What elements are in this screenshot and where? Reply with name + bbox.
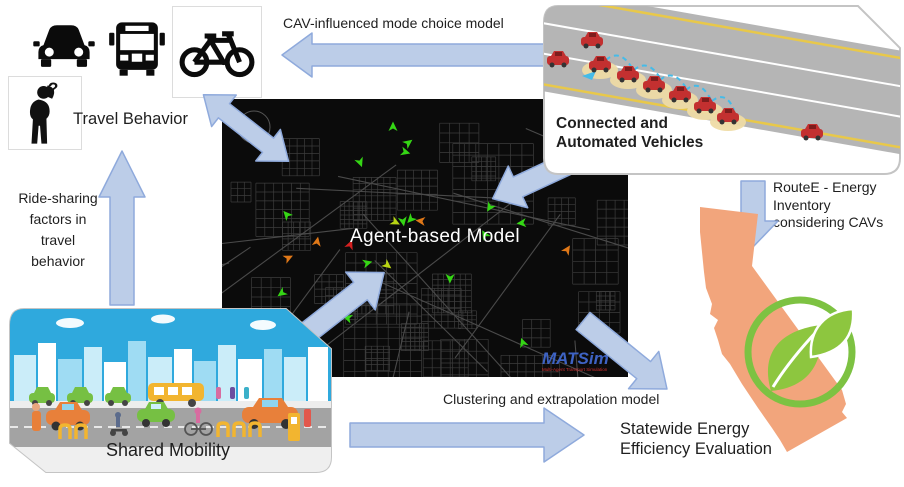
agent-marker (344, 239, 353, 251)
red-cars (547, 32, 823, 141)
agent-marker (389, 216, 400, 225)
agent-marker (399, 146, 411, 156)
connected-vehicles-panel (543, 5, 901, 175)
route-e-label: RouteE - Energy Inventory considering CA… (773, 179, 904, 232)
matsim-logo: MATSim Multi-Agent Transport Simulation (542, 350, 609, 373)
agent-marker (415, 216, 426, 226)
agent-marker (283, 210, 294, 221)
agent-marker (381, 258, 392, 269)
ride-sharing-line3: travel (40, 232, 76, 248)
ride-sharing-line1: Ride-sharing (18, 190, 98, 206)
bus-icon-box (104, 9, 170, 89)
agent-marker (282, 255, 293, 264)
agent-marker (482, 230, 491, 241)
agent-marker (397, 216, 407, 227)
platoon-direction-arrow (582, 71, 596, 80)
thinking-person-icon-box (8, 76, 82, 150)
mode-choice-arrow-left (281, 32, 545, 78)
bicycle-icon (179, 31, 255, 78)
bike-racks (58, 421, 262, 439)
ride-sharing-line2: factors in (29, 211, 87, 227)
ride-sharing-label: Ride-sharing factors in travel behavior (8, 188, 108, 272)
street-scene-illustration (10, 309, 331, 472)
agent-marker (516, 218, 527, 228)
agent-based-model-label: Agent-based Model (350, 226, 520, 247)
car-icon-box (28, 12, 100, 82)
statewide-line1: Statewide Energy (620, 420, 750, 438)
highway-illustration (544, 6, 900, 174)
agent-marker (361, 259, 373, 269)
agent-marker (277, 287, 288, 297)
ride-sharing-line4: behavior (31, 253, 85, 269)
map-to-evaluation-arrow (575, 311, 668, 390)
bicycle-icon-box (172, 6, 262, 98)
agent-markers (277, 121, 570, 349)
people (32, 387, 311, 436)
clouds (56, 314, 276, 330)
agent-marker (311, 236, 321, 247)
agent-marker (445, 273, 455, 284)
agent-marker (487, 201, 496, 212)
shared-mobility-label: Shared Mobility (105, 440, 231, 460)
route-e-line1: RouteE - Energy (773, 179, 877, 195)
shared-mobility-panel (9, 308, 332, 473)
agent-marker (520, 337, 529, 349)
charging-station-icon (288, 413, 300, 441)
matsim-logo-name: MATSim (542, 348, 609, 368)
connected-vehicles-line1: Connected and (556, 115, 668, 132)
question-mark: ? (48, 79, 59, 98)
agent-marker (354, 156, 363, 168)
ride-sharing-arrow-up (98, 150, 146, 306)
mode-choice-model-label: CAV-influenced mode choice model (283, 15, 504, 31)
connected-vehicles-line2: Automated Vehicles (556, 134, 704, 151)
travel-behavior-map-double-arrow (202, 94, 290, 162)
clustering-arrow-right (349, 407, 585, 463)
car-icon (33, 25, 95, 67)
statewide-line2: Efficiency Evaluation (620, 439, 772, 458)
eco-leaf-icon (744, 296, 856, 408)
thinking-person-icon (29, 85, 55, 144)
agent-marker (407, 213, 418, 224)
statewide-evaluation-label: Statewide Energy Efficiency Evaluation (620, 420, 772, 459)
agent-marker (388, 121, 398, 131)
bus-icon (109, 22, 165, 76)
route-e-line3: considering CAVs (773, 214, 884, 230)
travel-behavior-label: Travel Behavior (73, 110, 188, 128)
communication-arcs (605, 54, 735, 111)
clustering-model-label: Clustering and extrapolation model (443, 391, 660, 407)
route-e-line2: Inventory (773, 196, 831, 213)
matsim-logo-tagline: Multi-Agent Transport Simulation (542, 366, 608, 372)
connected-vehicles-label: Connected and Automated Vehicles (556, 114, 703, 152)
california-map (700, 207, 847, 452)
agent-marker (402, 139, 413, 150)
agent-marker (561, 245, 570, 256)
